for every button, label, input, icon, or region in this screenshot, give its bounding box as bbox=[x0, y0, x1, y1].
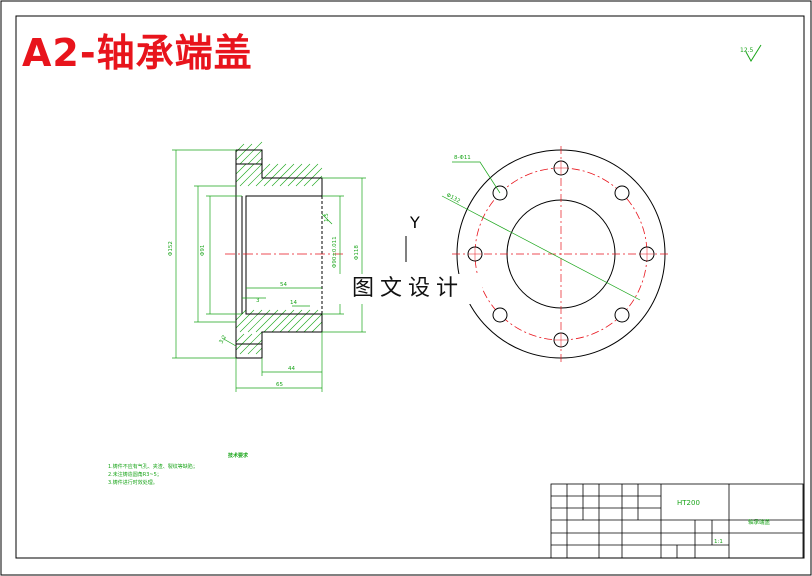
dim-len44: 44 bbox=[288, 366, 295, 372]
surface-roughness-symbol: 12.5 bbox=[740, 44, 762, 62]
leader-lines bbox=[441, 161, 641, 301]
dim-pcd: Φ132 bbox=[445, 192, 461, 204]
notes-line: 2.未注铸造圆角R3~5； bbox=[108, 472, 162, 478]
roughness-value: 12.5 bbox=[740, 47, 754, 54]
dim-chamfer: 1.5 bbox=[324, 213, 330, 222]
dimension-lines bbox=[172, 149, 366, 392]
part-name: 轴承端盖 bbox=[748, 518, 771, 526]
dim-len54: 54 bbox=[280, 282, 287, 288]
dim-roughness-32: 3.2 bbox=[219, 334, 229, 345]
title-block bbox=[550, 483, 804, 559]
dim-len3: 3 bbox=[256, 298, 260, 304]
bolt-hole bbox=[492, 307, 508, 323]
technical-requirements: 技术要求 1.铸件不应有气孔、夹渣、裂纹等缺陷； 2.未注铸造圆角R3~5； 3… bbox=[108, 452, 408, 487]
dim-d90: Φ90±0.011 bbox=[332, 236, 338, 268]
dim-d152: Φ152 bbox=[168, 241, 174, 256]
section-view: Φ152 Φ91 Φ90±0.011 Φ118 54 3 14 44 65 3.… bbox=[168, 141, 366, 392]
drawing-title: A2-轴承端盖 bbox=[22, 31, 253, 75]
dim-d91: Φ91 bbox=[200, 245, 206, 256]
scale-label: 1:1 bbox=[714, 539, 723, 545]
watermark-text: 图文设计 bbox=[334, 274, 482, 304]
notes-line: 3.铸件进行时效处理。 bbox=[108, 480, 158, 486]
bolt-hole bbox=[614, 185, 630, 201]
dim-d118: Φ118 bbox=[354, 245, 360, 260]
notes-line: 1.铸件不应有气孔、夹渣、裂纹等缺陷； bbox=[108, 464, 198, 470]
hatch-lines bbox=[235, 141, 323, 355]
drawing-border bbox=[15, 15, 805, 559]
notes-title: 技术要求 bbox=[228, 453, 249, 459]
dim-holes: 8-Φ11 bbox=[454, 155, 471, 161]
front-view: 8-Φ11 Φ132 bbox=[441, 146, 670, 362]
view-label-y: Y bbox=[409, 213, 420, 232]
bolt-hole bbox=[614, 307, 630, 323]
dim-len65: 65 bbox=[276, 382, 283, 388]
view-label: Y bbox=[405, 213, 420, 262]
material-label: HT200 bbox=[677, 499, 700, 507]
dim-len14: 14 bbox=[290, 300, 297, 306]
